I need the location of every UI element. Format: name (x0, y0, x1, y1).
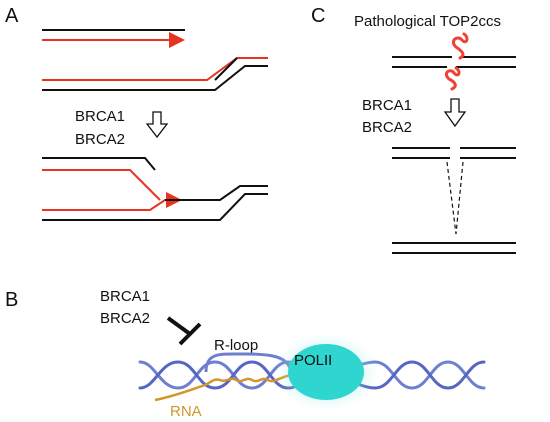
parental-strand-regressed (42, 157, 156, 171)
top2cc-icon (444, 32, 469, 91)
panel-c-protein-2: BRCA2 (362, 119, 412, 136)
nascent-strand-regressed (42, 169, 161, 201)
rna-label: RNA (170, 403, 202, 420)
panel-a-reversed-fork (42, 157, 268, 221)
panel-b: B BRCA1 BRCA2 R-loop RNA POLII (5, 288, 486, 420)
panel-a-stalled-fork (42, 29, 268, 91)
panel-a-protein-1: BRCA1 (75, 108, 125, 125)
panel-b-letter: B (5, 289, 18, 311)
nascent-strand-lower-b (42, 192, 182, 211)
panel-a-protein-2: BRCA2 (75, 131, 125, 148)
rloop-label: R-loop (214, 337, 258, 354)
panel-b-protein-1: BRCA1 (100, 288, 150, 305)
deletion-dashed-right (455, 161, 464, 235)
panel-c-protein-1: BRCA1 (362, 97, 412, 114)
nascent-strand-lower (42, 57, 268, 81)
parental-strand-lower-b (42, 193, 268, 221)
inhibition-bar-icon (166, 316, 202, 346)
panel-a-letter: A (5, 5, 19, 27)
parental-strand-lower (42, 65, 268, 91)
panel-c-title: Pathological TOP2ccs (354, 13, 501, 30)
parental-strand-upper-b (165, 185, 268, 201)
polii-label: POLII (294, 352, 332, 369)
panel-a: A BRCA1 BRCA2 (5, 5, 268, 221)
panel-c-letter: C (311, 5, 325, 27)
deletion-dashed-left (446, 161, 457, 235)
panel-c: C Pathological TOP2ccs BRCA1 BRCA2 (311, 5, 516, 254)
down-arrow-icon (145, 111, 169, 139)
panel-b-protein-2: BRCA2 (100, 310, 150, 327)
polii-body (288, 344, 364, 400)
rna-strand (154, 372, 297, 402)
parental-strand-fork (214, 57, 238, 81)
down-arrow-icon (443, 98, 467, 128)
